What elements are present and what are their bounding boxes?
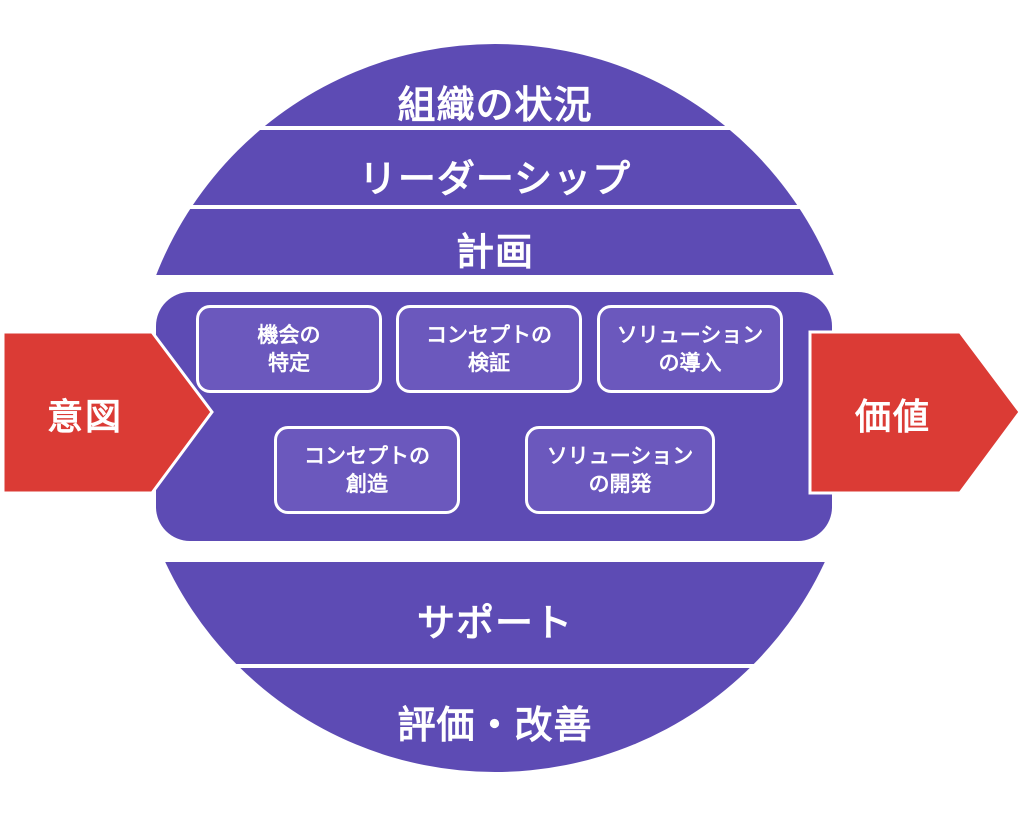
layer-band-planning	[131, 209, 859, 275]
input-arrow-shape	[1, 330, 214, 495]
step-line-1: 機会の	[257, 323, 321, 347]
layer-label-leadership: リーダーシップ	[358, 157, 632, 201]
step-create-concept: コンセプトの 創造	[274, 426, 460, 514]
layer-band-support	[131, 562, 859, 664]
input-arrow-label: 意図	[46, 397, 123, 438]
layer-label-organization-context: 組織の状況	[397, 83, 593, 127]
step-identify-opportunity: 機会の 特定	[196, 305, 382, 393]
step-line-2: の導入	[658, 351, 722, 375]
step-line-2: の開発	[588, 472, 652, 496]
step-line-1: ソリューション	[546, 444, 694, 468]
layer-band-leadership	[131, 130, 859, 205]
layer-label-support: サポート	[416, 601, 573, 645]
output-arrow-label: 価値	[854, 397, 931, 438]
step-line-1: コンセプトの	[426, 323, 552, 347]
layer-label-evaluation: 評価・改善	[397, 703, 593, 747]
step-line-2: 創造	[346, 472, 388, 496]
step-line-1: コンセプトの	[304, 444, 430, 468]
step-develop-solution: ソリューション の開発	[525, 426, 715, 514]
step-validate-concept: コンセプトの 検証	[396, 305, 582, 393]
output-arrow-shape	[808, 330, 1022, 495]
layer-label-planning: 計画	[455, 230, 534, 274]
step-line-2: 特定	[268, 351, 310, 375]
step-line-1: ソリューション	[616, 323, 764, 347]
step-deploy-solution: ソリューション の導入	[597, 305, 783, 393]
step-line-2: 検証	[468, 351, 510, 375]
